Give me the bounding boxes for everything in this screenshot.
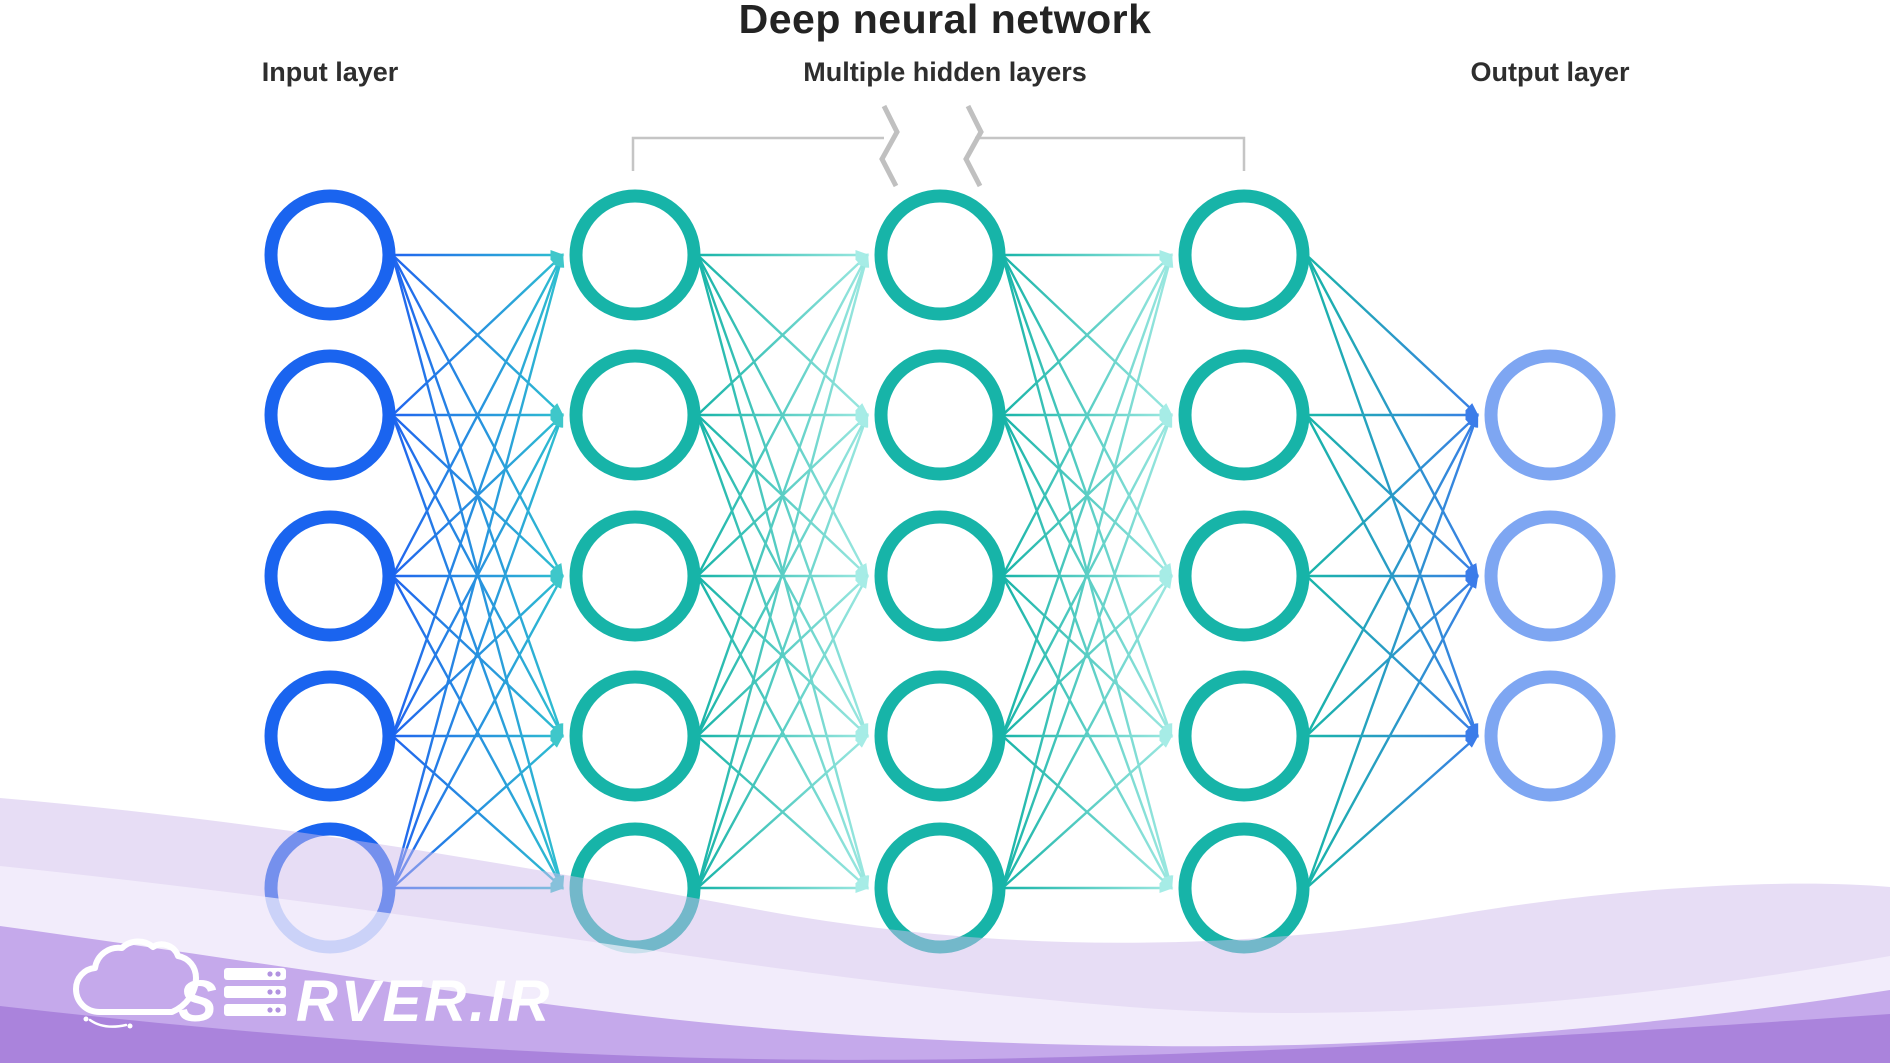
connection-arrow — [1305, 734, 1479, 889]
neuron-hidden-2 — [874, 510, 1006, 642]
neuron-hidden-2 — [874, 349, 1006, 481]
connection-arrow — [1305, 254, 1479, 417]
neuron-hidden-3 — [1178, 189, 1310, 321]
connection-arrow — [1001, 253, 1173, 577]
connection-arrow — [391, 253, 564, 737]
connection-arrow — [696, 253, 869, 577]
connection-arrow — [1001, 253, 1173, 737]
connection-arrow — [1305, 413, 1479, 577]
connection-arrow — [391, 253, 565, 889]
connection-arrow — [696, 253, 869, 416]
connection-arrow — [696, 413, 869, 889]
connection-arrow — [1305, 574, 1479, 737]
break-zigzag-icon — [879, 104, 900, 188]
hidden-layers-label: Multiple hidden layers — [803, 57, 1087, 87]
connection-arrow — [1305, 413, 1479, 737]
neuron-hidden-2 — [874, 822, 1006, 954]
wave-deep — [0, 1006, 1890, 1063]
connection-arrow — [1305, 413, 1479, 889]
connection-arrow — [696, 253, 870, 889]
cloud-icon — [73, 938, 199, 1015]
connection-arrow — [391, 413, 564, 889]
connection-arrow — [1001, 734, 1173, 889]
connection-arrow — [391, 253, 564, 416]
neuron-hidden-3 — [1178, 510, 1310, 642]
neuron-hidden-1 — [569, 510, 701, 642]
bracket-right-segment — [975, 136, 1246, 171]
break-zigzag-icon — [963, 104, 984, 188]
logo-letter-s: S — [178, 969, 217, 1034]
logo-wordmark: RVER.IR — [296, 969, 552, 1034]
wave-medium — [0, 926, 1890, 1063]
neuron-hidden-1 — [569, 189, 701, 321]
input-layer-label: Input layer — [261, 57, 399, 87]
neuron-hidden-3 — [1178, 349, 1310, 481]
connection-arrow — [1001, 413, 1173, 889]
neuron-output — [1484, 349, 1616, 481]
circuit-squiggle-icon — [88, 1018, 128, 1028]
server-rack-icon — [224, 968, 286, 1016]
bracket-left-segment — [631, 136, 884, 171]
hidden-layers-bracket — [631, 104, 1246, 188]
connections-layer — [391, 250, 1480, 893]
neuron-hidden-2 — [874, 189, 1006, 321]
output-layer-label: Output layer — [1470, 57, 1630, 87]
neuron-hidden-2 — [874, 670, 1006, 802]
connection-arrow — [1001, 574, 1173, 737]
logo: S RVER.IR — [73, 938, 552, 1034]
connection-arrow — [391, 253, 564, 577]
connection-arrow — [1001, 253, 1173, 416]
connection-arrow — [696, 574, 869, 889]
neurons-layer — [264, 189, 1616, 954]
connection-arrow — [696, 734, 869, 889]
neuron-output — [1484, 510, 1616, 642]
page-title: Deep neural network — [738, 0, 1152, 42]
neuron-hidden-1 — [569, 349, 701, 481]
connection-arrow — [1305, 574, 1479, 889]
connection-arrow — [391, 574, 564, 737]
neuron-output — [1484, 670, 1616, 802]
neuron-hidden-3 — [1178, 822, 1310, 954]
connection-arrow — [1001, 574, 1173, 889]
circuit-dot — [127, 1023, 133, 1029]
connection-arrow — [391, 574, 564, 889]
connection-arrow — [1001, 253, 1174, 889]
neuron-input — [264, 670, 396, 802]
neuron-input — [264, 189, 396, 321]
wave-decoration — [0, 798, 1890, 1063]
neuron-input — [264, 510, 396, 642]
connection-arrow — [696, 574, 869, 737]
circuit-dot — [83, 1016, 89, 1022]
neuron-hidden-3 — [1178, 670, 1310, 802]
neuron-hidden-1 — [569, 670, 701, 802]
connection-arrow — [696, 253, 869, 737]
neuron-input — [264, 349, 396, 481]
